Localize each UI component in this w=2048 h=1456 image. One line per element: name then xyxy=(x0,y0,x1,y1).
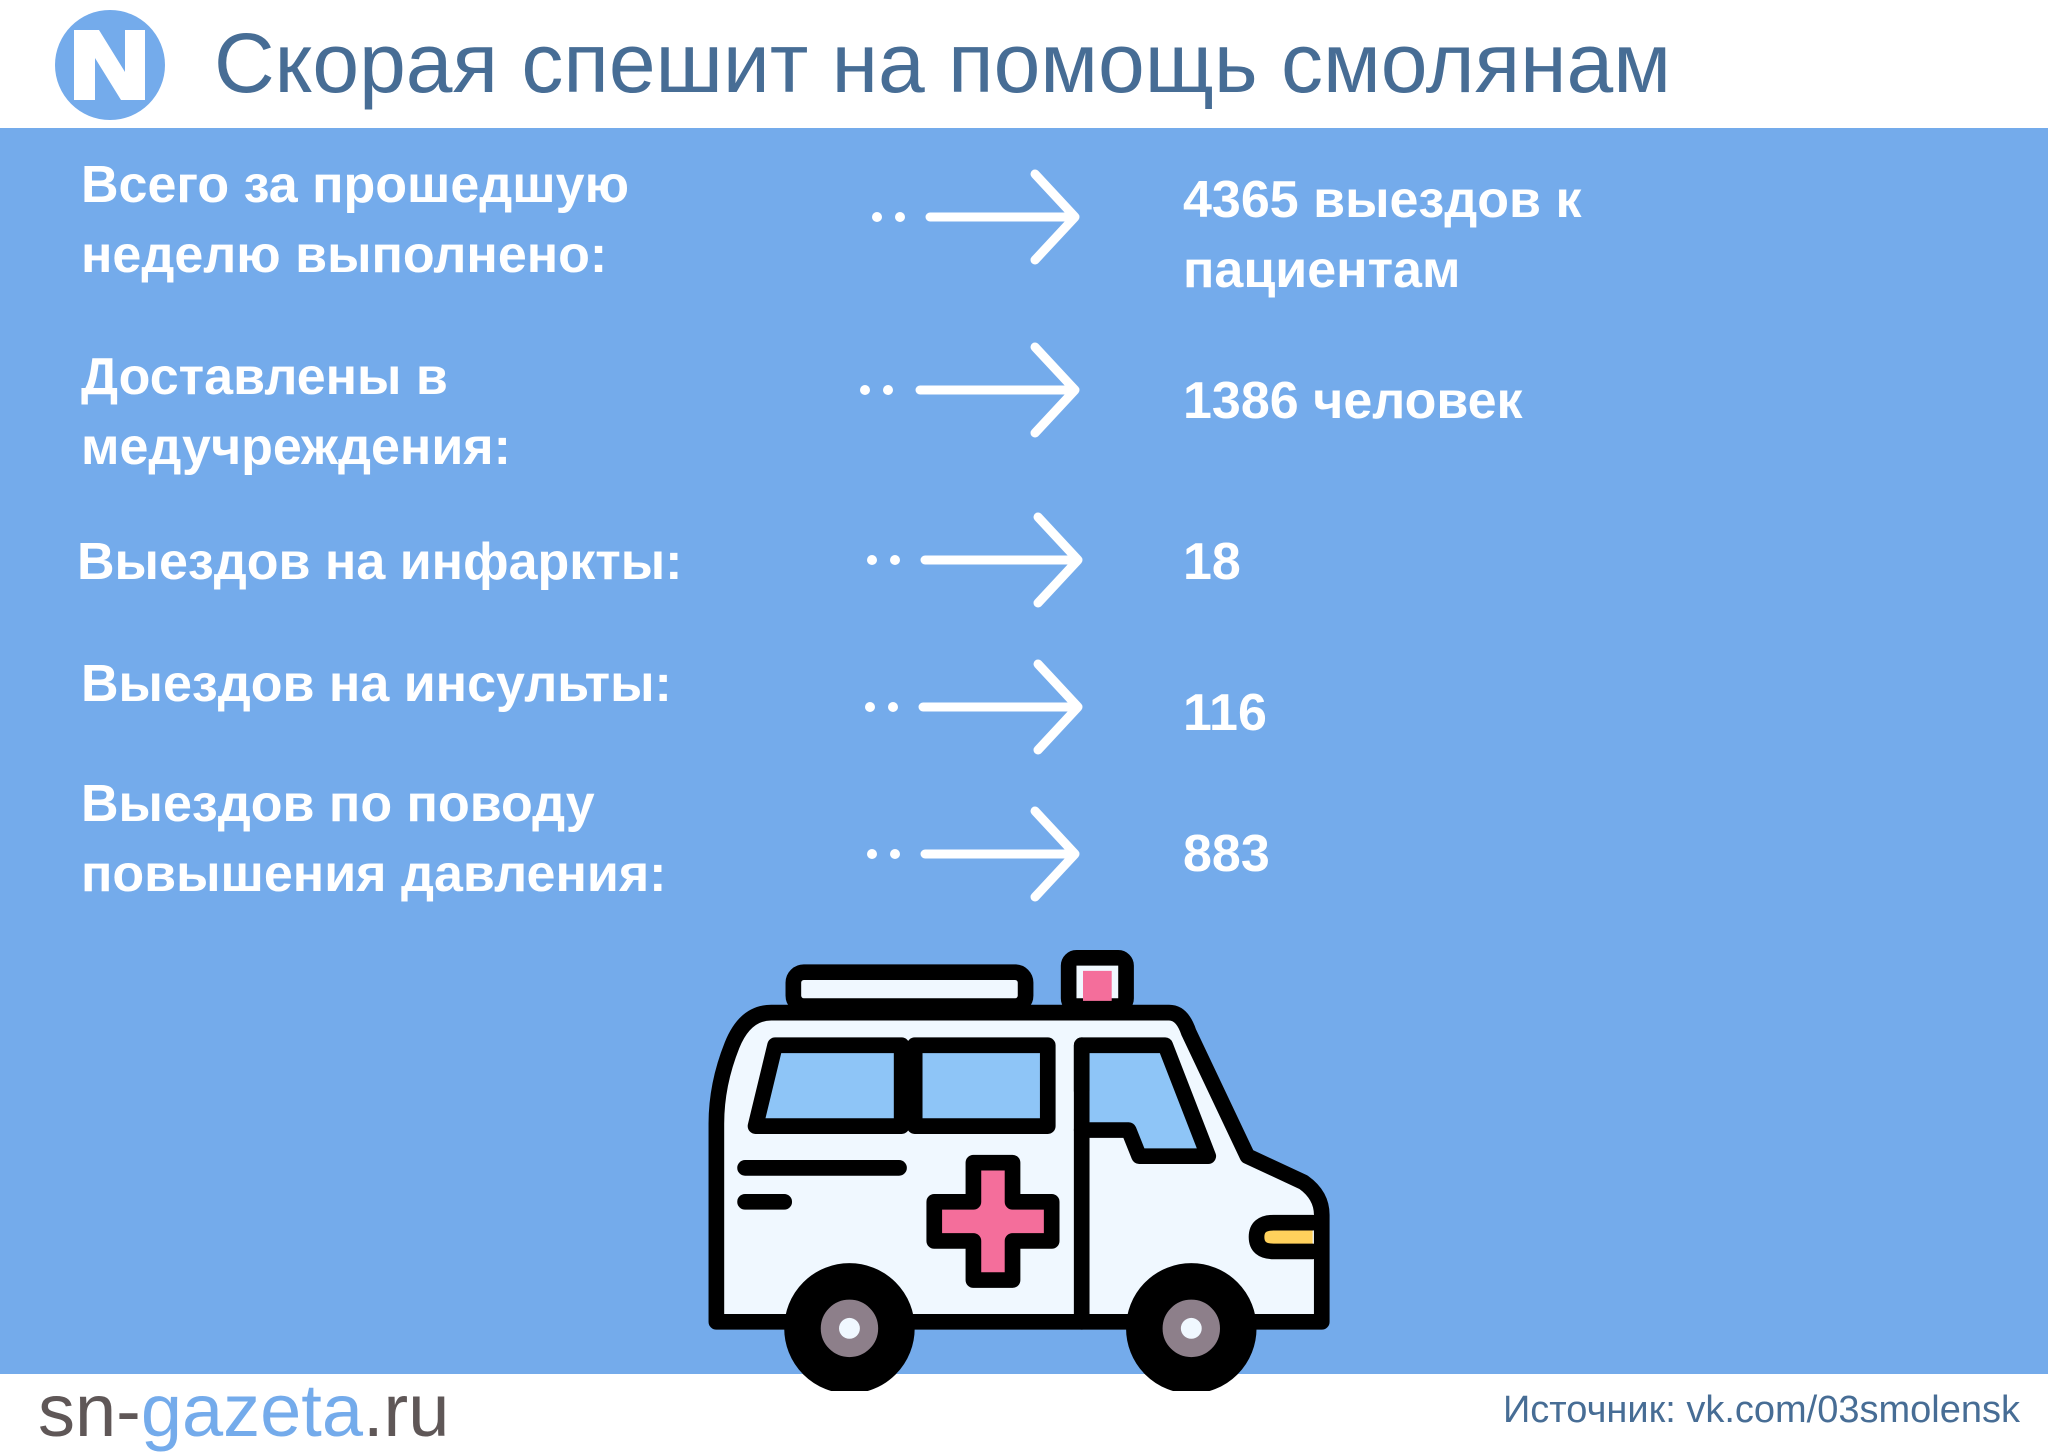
logo-n-icon xyxy=(55,10,165,120)
arrow-icon xyxy=(867,806,1080,902)
arrow-icon xyxy=(865,659,1083,755)
arrow-icon xyxy=(867,512,1083,608)
page-title: Скорая спешит на помощь смолянам xyxy=(214,16,1671,110)
row-label: медучреждения: xyxy=(81,418,511,476)
arrow-icon xyxy=(860,342,1080,438)
row-label: Выездов на инсульты: xyxy=(81,655,672,713)
row-value: 883 xyxy=(1183,825,1270,883)
site-part: sn- xyxy=(38,1369,141,1452)
site-part: gazeta xyxy=(140,1369,363,1452)
row-label: Доставлены в xyxy=(81,348,448,406)
arrow-icon xyxy=(872,169,1080,265)
footer xyxy=(0,1374,2048,1448)
row-value: 1386 человек xyxy=(1183,372,1523,430)
site-logo: sn-gazeta.ru xyxy=(38,1366,449,1456)
site-part: .ru xyxy=(363,1369,450,1452)
row-label: Всего за прошедшую xyxy=(81,156,629,214)
ambulance-icon xyxy=(708,950,1330,1391)
row-value: пациентам xyxy=(1183,241,1461,299)
row-value: 4365 выездов к xyxy=(1183,171,1582,229)
source-credit: Источник: vk.com/03smolensk xyxy=(1502,1389,2020,1431)
row-value: 116 xyxy=(1183,684,1267,742)
row-value: 18 xyxy=(1183,533,1241,591)
row-label: неделю выполнено: xyxy=(81,226,608,284)
row-label: Выездов на инфаркты: xyxy=(77,533,683,591)
row-label: Выездов по поводу xyxy=(81,775,595,833)
row-label: повышения давления: xyxy=(81,845,667,903)
header: Скорая спешит на помощь смолянам xyxy=(0,0,2048,128)
